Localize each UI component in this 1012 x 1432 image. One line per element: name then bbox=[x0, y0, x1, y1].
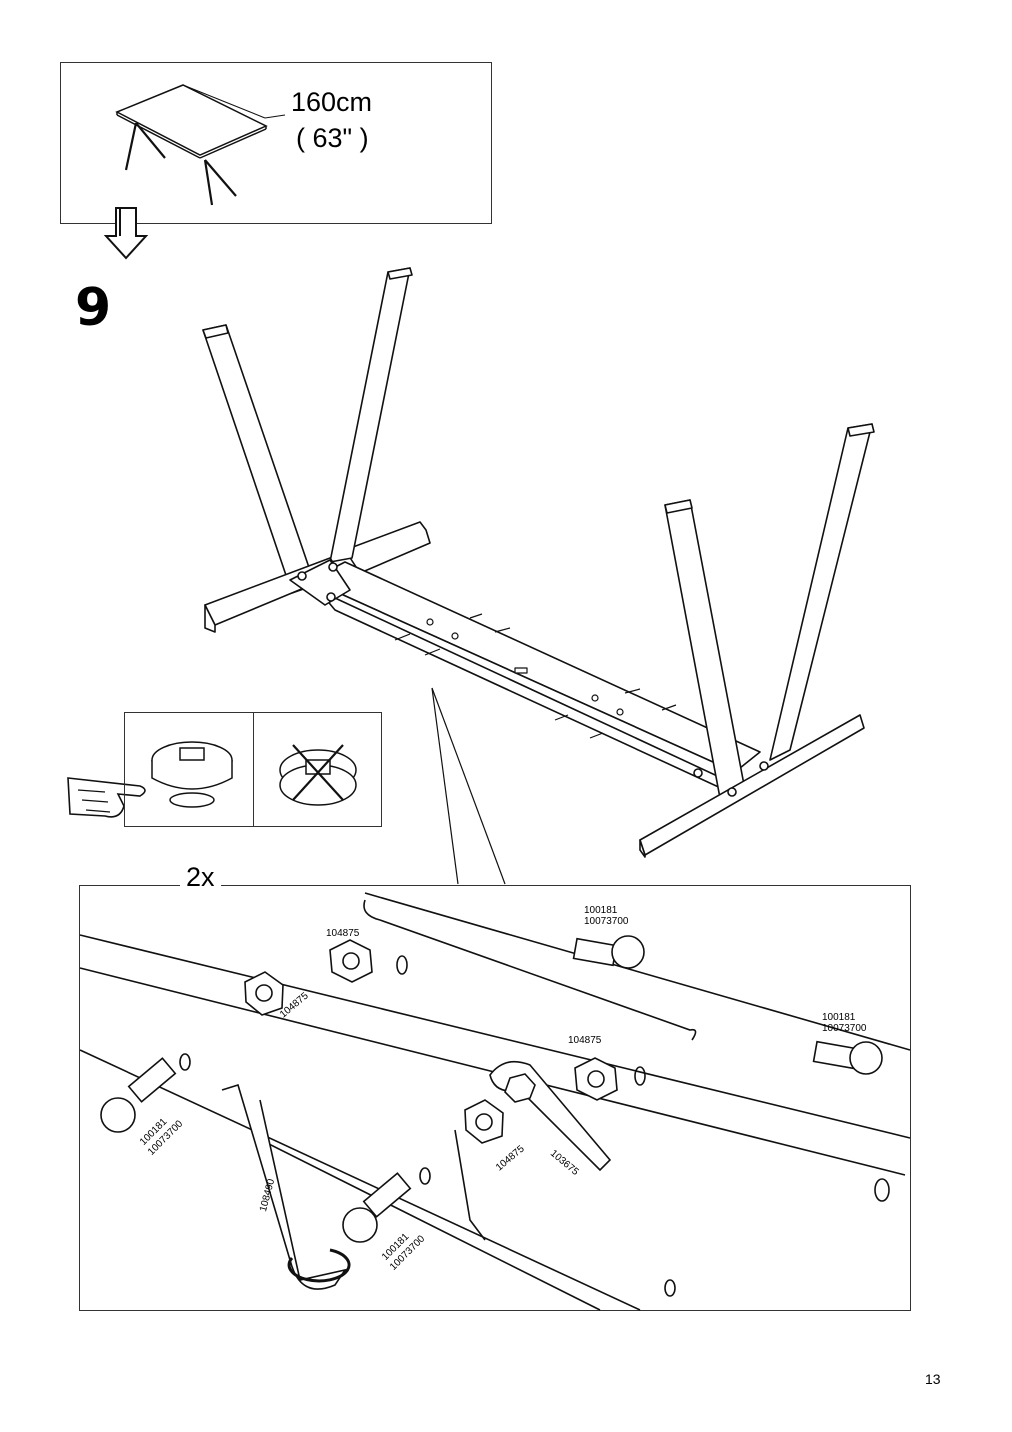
foot-correct-icon bbox=[151, 741, 233, 808]
part-label-bolt-top-1: 100181 bbox=[584, 905, 618, 916]
quantity-label: 2x bbox=[180, 862, 221, 893]
pointing-hand-icon bbox=[67, 777, 146, 818]
part-label-nut-middle: 104875 bbox=[568, 1035, 602, 1046]
bolt-left-icon bbox=[100, 1057, 177, 1133]
nut-left-icon bbox=[244, 971, 284, 1016]
tip-divider bbox=[253, 713, 255, 826]
page-number: 13 bbox=[925, 1371, 941, 1387]
nut-lower-icon bbox=[464, 1099, 504, 1144]
overview-panel bbox=[60, 62, 492, 224]
tip-box bbox=[124, 712, 382, 827]
table-overview-icon bbox=[115, 84, 286, 206]
part-label-bolt-top-2: 10073700 bbox=[584, 916, 629, 927]
detail-panel bbox=[79, 885, 911, 1311]
bolt-top-icon bbox=[572, 935, 645, 969]
step-number: 9 bbox=[75, 278, 112, 338]
nut-middle-icon bbox=[574, 1057, 618, 1101]
part-label-nut-top: 104875 bbox=[326, 928, 360, 939]
length-imperial: ( 63" ) bbox=[296, 123, 369, 153]
bolt-bottom-icon bbox=[342, 1172, 412, 1243]
allen-key-icon bbox=[221, 1083, 351, 1290]
bolt-right-icon bbox=[812, 1040, 883, 1075]
part-label-bolt-right-1: 100181 bbox=[822, 1012, 856, 1023]
wrench-icon bbox=[489, 1060, 612, 1172]
desk-frame-illustration bbox=[202, 267, 875, 885]
part-label-bolt-right-2: 10073700 bbox=[822, 1023, 867, 1034]
length-metric: 160cm bbox=[291, 87, 373, 117]
down-arrow-icon bbox=[103, 207, 149, 260]
foot-wrong-icon bbox=[279, 744, 357, 806]
nut-top-icon bbox=[329, 939, 373, 983]
